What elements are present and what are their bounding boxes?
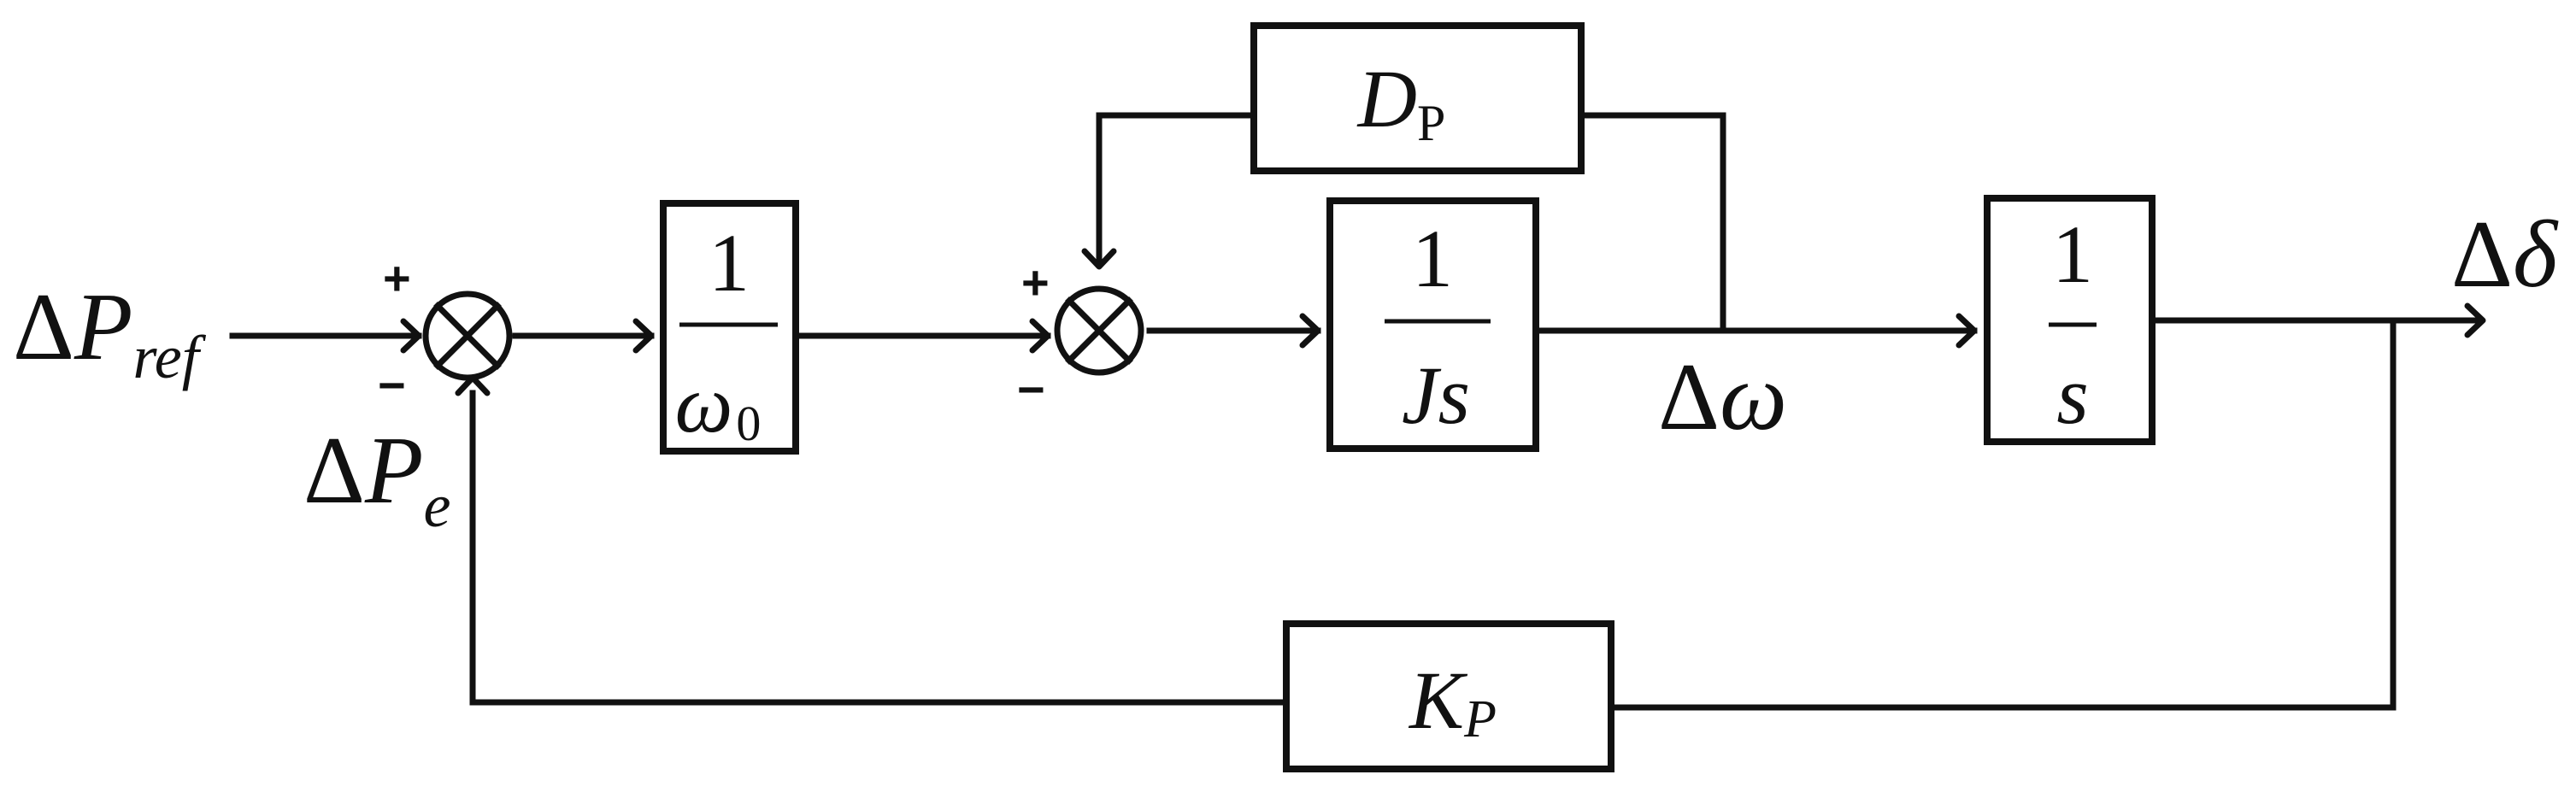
label-delta-omega: Δω <box>1658 344 1787 450</box>
block-inverse-omega0-denominator: ω0 <box>675 358 762 451</box>
label-input-delta-p-ref: ΔPref <box>13 274 207 391</box>
block-inertia-denominator: Js <box>1402 349 1470 441</box>
arrow-into-sum1 <box>400 318 422 354</box>
wire-droop-pickoff <box>1608 317 2397 711</box>
block-damping-label: DP <box>1356 53 1446 151</box>
summing-junction-2 <box>1054 285 1144 376</box>
block-inverse-omega0: 1 ω0 <box>660 200 799 455</box>
sum1-plus-sign: + <box>383 251 411 305</box>
block-integrator: 1 s <box>1984 195 2155 445</box>
block-droop-label: KP <box>1408 654 1497 748</box>
block-inverse-omega0-numerator: 1 <box>709 217 750 308</box>
sum1-minus-sign: − <box>378 358 406 412</box>
wire-damping-to-sum2 <box>1096 112 1257 268</box>
sum2-minus-sign: − <box>1017 362 1045 416</box>
arrow-into-integrator-block <box>1956 313 1978 349</box>
sum2-plus-sign: + <box>1021 255 1050 309</box>
arrow-into-sum2 <box>1029 318 1051 354</box>
arrow-into-omega0-block <box>632 318 655 354</box>
wire-droop-to-sum1 <box>469 390 1290 706</box>
block-damping: DP <box>1250 22 1585 174</box>
block-inertia: 1 Js <box>1326 197 1539 452</box>
block-droop: KP <box>1283 620 1614 772</box>
label-output-delta-delta: Δδ <box>2451 202 2559 308</box>
wire-damping-pickoff <box>1578 112 1726 334</box>
arrow-into-inertia-block <box>1299 313 1321 349</box>
label-feedback-delta-p-e: ΔPe <box>303 418 450 540</box>
arrow-output <box>2464 302 2486 338</box>
summing-junction-1 <box>422 290 513 381</box>
block-integrator-denominator: s <box>2056 349 2088 441</box>
block-inertia-numerator: 1 <box>1412 213 1453 304</box>
block-integrator-numerator: 1 <box>2052 208 2093 300</box>
arrow-damping-into-sum2 <box>1081 248 1117 270</box>
